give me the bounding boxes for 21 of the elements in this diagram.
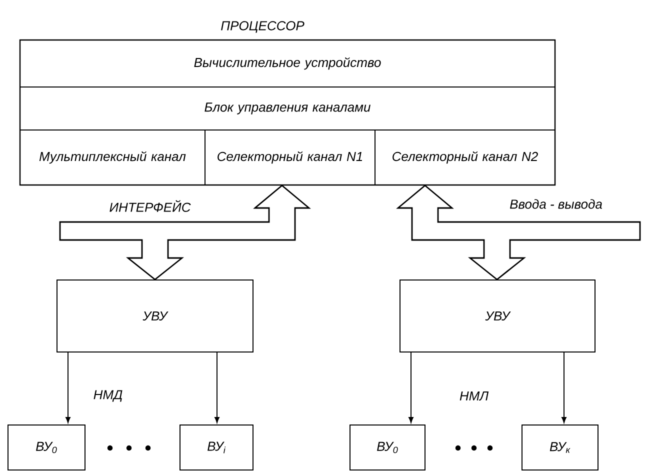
controller-box: УВУ <box>400 280 596 352</box>
controller-box: УВУ <box>56 280 254 352</box>
bus-label: Ввода - вывода <box>510 199 602 209</box>
unit-box: Вычислительное устройство <box>20 40 556 88</box>
line-label: НМД <box>94 390 122 402</box>
node-label: ПРОЦЕССОР <box>221 21 304 33</box>
device-box: ВУ$_{0}$ <box>350 424 426 470</box>
arrow <box>214 352 220 423</box>
bus-label: ИНТЕРФЕЙС <box>110 200 191 212</box>
line-label: НМЛ <box>460 391 489 401</box>
channel-box: Селекторный канал N2 <box>374 130 556 186</box>
channel-box: Мультиплексный канал <box>20 130 206 186</box>
bus-arrow <box>59 184 311 280</box>
arrow <box>562 352 566 423</box>
arrow <box>408 352 414 423</box>
device-box: ВУ$_{i}$ <box>180 424 254 470</box>
device-box: ВУ$_{0}$ <box>8 424 86 470</box>
unit-box: Блок управления каналами <box>20 86 556 130</box>
channel-box: Селекторный канал N1 <box>204 130 376 186</box>
arrow <box>66 352 70 423</box>
device-box: ВУ$_{к}$ <box>522 424 598 470</box>
